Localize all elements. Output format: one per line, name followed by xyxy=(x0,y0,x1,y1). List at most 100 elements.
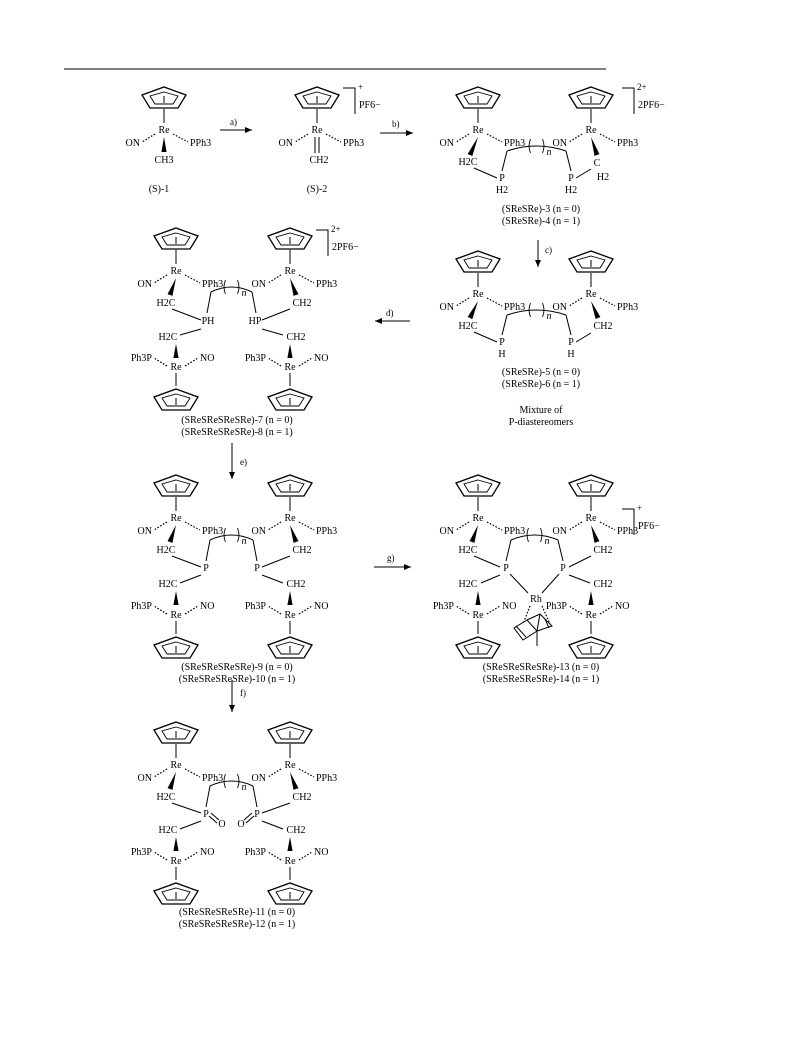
atom-label-o: O xyxy=(218,819,225,830)
cyclopentadienyl-ring xyxy=(568,474,614,497)
methylene-wedge xyxy=(287,344,293,358)
bond-line xyxy=(261,574,284,584)
molecule-drawings xyxy=(141,86,635,905)
nitrosyl-bond xyxy=(298,605,313,615)
atom-label-h2c: H2C xyxy=(159,332,178,343)
atom-label-n: n xyxy=(547,311,552,322)
atom-label-h: H xyxy=(567,349,574,360)
bond-line xyxy=(261,802,291,814)
caption-compound-8: (SReSReSReSRe)-8 (n = 1) xyxy=(181,427,292,438)
olefin-double-bond xyxy=(515,625,527,638)
cyclopentadienyl-ring xyxy=(455,474,501,497)
methylene-wedge xyxy=(167,278,176,296)
atom-label-on: ON xyxy=(138,773,152,784)
phosphine-bond xyxy=(267,851,282,861)
phosphine-bond xyxy=(325,133,342,143)
step-d-label: d) xyxy=(386,308,394,318)
repeat-bracket xyxy=(526,527,529,543)
bond-line xyxy=(261,308,291,321)
caption-compound-3: (SReSRe)-3 (n = 0) xyxy=(502,204,580,215)
alkyl-chain xyxy=(209,780,254,787)
caption-compound-9: (SReSReSReSRe)-9 (n = 0) xyxy=(181,662,292,673)
atom-label-h2: H2 xyxy=(496,185,508,196)
atom-label-ch2: CH2 xyxy=(293,298,312,309)
cation-bracket xyxy=(316,229,329,256)
methyl-wedge xyxy=(161,137,167,152)
atom-label-pph3: PPh3 xyxy=(202,526,223,537)
atom-label-on: ON xyxy=(553,138,567,149)
atom-label-p: P xyxy=(203,809,209,820)
step-b-label: b) xyxy=(392,119,400,129)
bond-line xyxy=(261,820,284,830)
arrow-e: e) xyxy=(229,443,247,479)
atom-label-h2c: H2C xyxy=(459,321,478,332)
atom-label-re: Re xyxy=(585,513,597,524)
atom-label-on: ON xyxy=(138,279,152,290)
atom-label-re: Re xyxy=(472,610,484,621)
atom-label-ph3p: Ph3P xyxy=(245,353,267,364)
atom-label-pph3: PPh3 xyxy=(343,138,364,149)
phosphine-bond xyxy=(184,521,201,531)
atom-label-re: Re xyxy=(284,362,296,373)
nitrosyl-bond xyxy=(568,133,583,143)
phosphine-bond xyxy=(298,521,315,531)
counterion-label: 2PF6− xyxy=(638,100,665,111)
atom-label-ch2: CH2 xyxy=(310,155,329,166)
methylene-wedge xyxy=(591,525,600,543)
atom-label-n: n xyxy=(242,536,247,547)
compound-captions: (S)-1 (S)-2 (SReSRe)-3 (n = 0) (SReSRe)-… xyxy=(149,184,600,930)
bond-line xyxy=(205,539,211,562)
bond-line xyxy=(171,308,202,321)
atom-label-ph3p: Ph3P xyxy=(131,353,153,364)
atom-label-ph3p: Ph3P xyxy=(245,601,267,612)
charge-label: + xyxy=(358,82,363,92)
atom-label-rh: Rh xyxy=(530,594,542,605)
phosphine-bond xyxy=(298,768,315,778)
atom-label-re: Re xyxy=(472,289,484,300)
bond-line xyxy=(509,573,529,594)
alkyl-chain xyxy=(209,534,254,541)
step-g-label: g) xyxy=(387,553,395,563)
atom-label-ch2: CH2 xyxy=(293,545,312,556)
nitrosyl-bond xyxy=(184,357,199,367)
cyclopentadienyl-ring xyxy=(153,882,199,905)
atom-label-ch2: CH2 xyxy=(594,579,613,590)
atom-label-re: Re xyxy=(170,362,182,373)
atom-label-p: P xyxy=(568,337,574,348)
atom-label-on: ON xyxy=(252,526,266,537)
methylene-wedge xyxy=(588,591,594,605)
phosphine-bond xyxy=(184,768,201,778)
repeat-bracket xyxy=(542,138,545,154)
cyclopentadienyl-ring xyxy=(267,636,313,659)
mixture-line-2: P-diastereomers xyxy=(509,417,574,428)
cyclopentadienyl-ring xyxy=(153,388,199,411)
nitrosyl-bond xyxy=(153,768,168,778)
phosphine-bond xyxy=(298,274,315,284)
atom-label-re: Re xyxy=(585,125,597,136)
bond-line xyxy=(252,539,258,562)
atom-label-re: Re xyxy=(284,266,296,277)
methylene-wedge xyxy=(591,301,601,319)
atom-label-p: P xyxy=(254,563,260,574)
olefin-coordination xyxy=(541,605,551,625)
atom-label-re: Re xyxy=(472,125,484,136)
cation-bracket xyxy=(622,87,635,114)
atom-label-no: NO xyxy=(314,353,328,364)
atom-label-pph3: PPh3 xyxy=(190,138,211,149)
atom-label-re: Re xyxy=(585,610,597,621)
methylene-wedge xyxy=(467,137,478,157)
nitrosyl-bond xyxy=(298,357,313,367)
phosphine-bond xyxy=(599,521,616,531)
atom-label-pph3: PPh3 xyxy=(316,773,337,784)
atom-label-ch2: CH2 xyxy=(594,545,613,556)
atom-label-h2c: H2C xyxy=(157,545,176,556)
atom-label-re: Re xyxy=(284,856,296,867)
cyclopentadienyl-ring xyxy=(568,250,614,273)
nitrosyl-bond xyxy=(141,133,156,143)
atom-label-re: Re xyxy=(170,610,182,621)
caption-compound-1: (S)-1 xyxy=(149,184,170,195)
arrow-a: a) xyxy=(220,117,252,133)
atom-label-h2c: H2C xyxy=(159,825,178,836)
nitrosyl-bond xyxy=(298,851,313,861)
